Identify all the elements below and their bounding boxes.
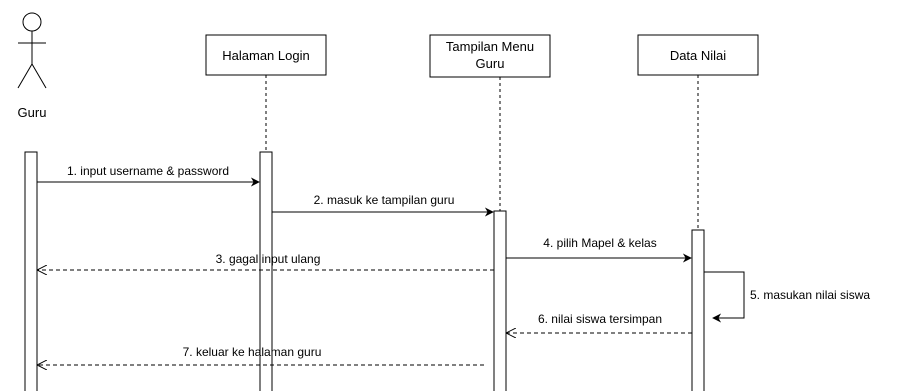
participant-box: [205, 34, 327, 76]
message-1: 1. input username & password: [37, 164, 260, 187]
activation-tampilan-menu-guru: [493, 210, 507, 391]
actor-left-leg: [17, 63, 33, 89]
message-7: 7. keluar ke halaman guru: [38, 345, 484, 365]
message-4: 4. pilih Mapel & kelas: [506, 236, 692, 263]
participant-label: Data Nilai: [670, 48, 726, 63]
actor-right-leg: [31, 63, 47, 89]
message-label: 7. keluar ke halaman guru: [183, 345, 322, 359]
message-arrow: [704, 271, 745, 323]
actor-label: Guru: [18, 105, 47, 120]
message-5: 5. masukan nilai siswa: [704, 271, 870, 323]
message-3: 3. gagal input ulang: [38, 252, 494, 270]
participant-box: [429, 34, 551, 78]
activation-data-nilai: [691, 229, 705, 391]
message-label: 4. pilih Mapel & kelas: [543, 236, 656, 250]
message-label: 1. input username & password: [67, 164, 229, 178]
participant-halaman-login: Halaman Login: [205, 34, 327, 76]
message-6: 6. nilai siswa tersimpan: [507, 312, 692, 333]
activation-guru: [24, 151, 38, 391]
message-label: 3. gagal input ulang: [216, 252, 321, 266]
activation-halaman-login: [259, 151, 273, 391]
actor-head: [22, 12, 42, 32]
actor-guru: Guru: [17, 12, 47, 120]
message-2: 2. masuk ke tampilan guru: [272, 193, 494, 217]
message-label: 5. masukan nilai siswa: [750, 288, 870, 302]
message-label: 6. nilai siswa tersimpan: [538, 312, 662, 326]
participant-data-nilai: Data Nilai: [637, 34, 759, 76]
participant-box: [637, 34, 759, 76]
participant-label: Halaman Login: [222, 48, 309, 63]
participant-label-line-2: Guru: [476, 56, 505, 71]
participant-label-line-1: Tampilan Menu: [446, 39, 534, 54]
message-label: 2. masuk ke tampilan guru: [314, 193, 455, 207]
participant-tampilan-menu-guru: Tampilan Menu Guru: [429, 34, 551, 78]
